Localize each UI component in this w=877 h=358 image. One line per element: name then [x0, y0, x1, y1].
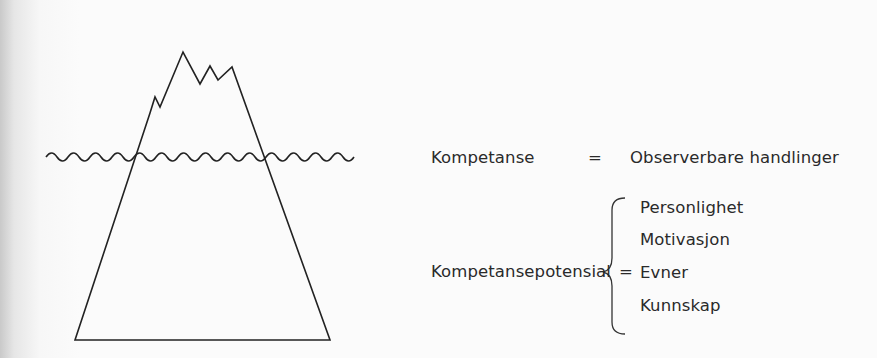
list-item: Personlighet	[640, 198, 743, 218]
list-item: Kunnskap	[640, 296, 721, 316]
equals-sign: =	[588, 148, 602, 168]
list-item: Motivasjon	[640, 230, 730, 250]
definition-text: Observerbare handlinger	[630, 148, 839, 168]
competence-term: Kompetanse	[431, 148, 535, 168]
water-line	[46, 153, 354, 161]
equals-sign: =	[619, 262, 633, 282]
potential-term: Kompetansepotensial	[431, 262, 611, 282]
list-item: Evner	[640, 263, 688, 283]
iceberg-outline	[75, 52, 330, 340]
